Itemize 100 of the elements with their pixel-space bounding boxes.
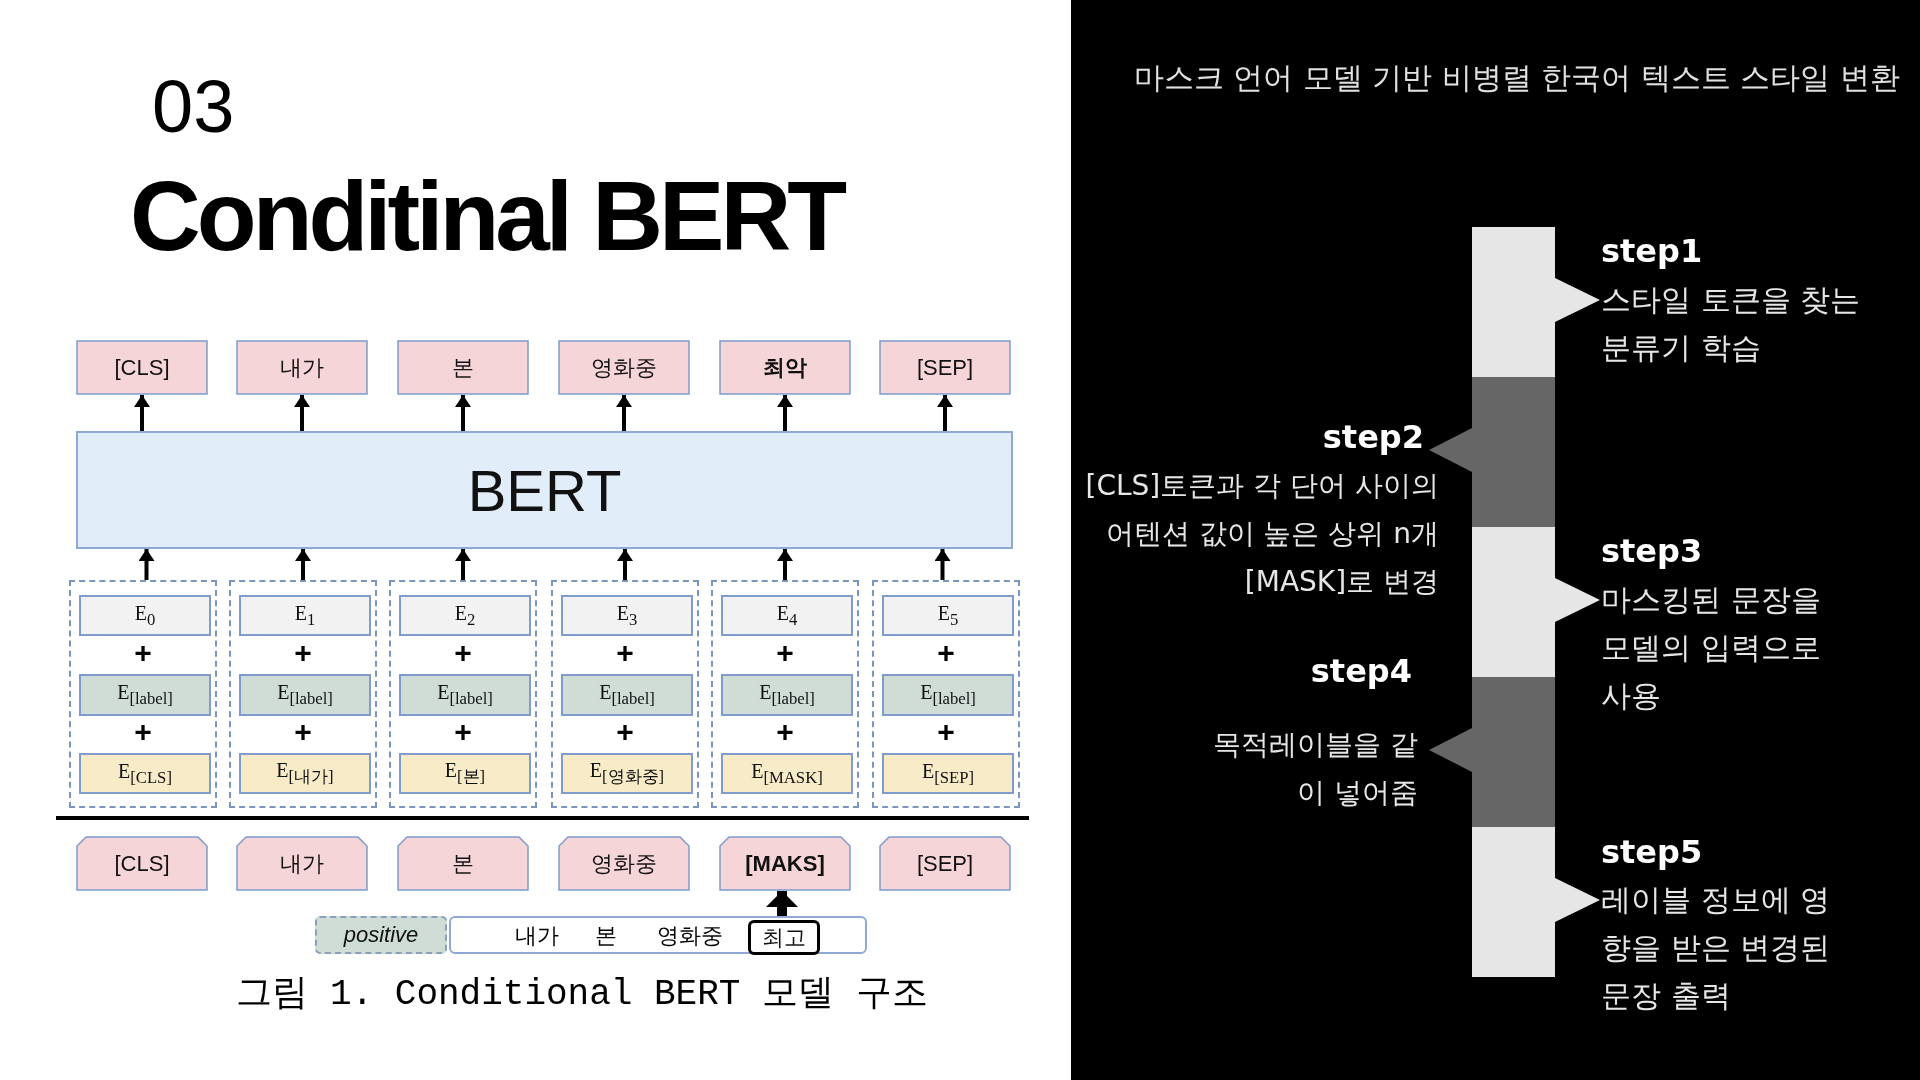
token-label: E$_{1}$ [294,601,316,630]
step-title: step5 [1601,833,1703,871]
arrow [294,395,310,431]
token-label: [MAKS] [745,850,825,877]
embedding-box [79,753,211,794]
token-label: [CLS] [114,850,170,877]
token-label: E$_{4}$ [776,601,798,630]
arrow [617,549,633,580]
step-description: 목적레이블을 같이 넣어줌 [1212,727,1418,811]
embedding-group [229,580,377,808]
token-label: [CLS] [114,354,170,381]
token-label: E$_{[label]}$ [277,681,333,709]
plus-sign: + [937,717,955,747]
token-label: E$_{0}$ [134,601,156,630]
output-token-box [397,340,529,395]
embedding-box [399,753,531,794]
plus-sign: + [294,638,312,668]
embedding-group [69,580,217,808]
token-label: E$_{3}$ [616,601,638,630]
subtitle: 마스크 언어 모델 기반 비병렬 한국어 텍스트 스타일 변환 [1133,59,1900,97]
token-label: E$_{[MASK]}$ [751,759,823,788]
plus-sign: + [937,638,955,668]
step-title: step4 [1310,652,1412,690]
embedding-group [389,580,537,808]
sentence-box [449,916,867,954]
slide-number: 03 [152,64,235,149]
embedding-box [399,674,531,716]
embedding-box [721,595,853,636]
token-label: E$_{[label]}$ [759,681,815,709]
token-label: E$_{[label]}$ [599,681,655,709]
token-label: E$_{2}$ [454,601,476,630]
plus-sign: + [616,638,634,668]
step-title: step3 [1601,532,1703,570]
plus-sign: + [776,717,794,747]
plus-sign: + [454,638,472,668]
token-label: E$_{[내가]}$ [276,759,334,788]
bert-block [76,431,1013,549]
embedding-box [79,674,211,716]
embedding-box [561,674,693,716]
plus-sign: + [134,717,152,747]
step-description: 마스킹된 문장을 모델의 입력으로 사용 [1601,581,1822,715]
plus-sign: + [294,717,312,747]
token-label: E$_{[영화중]}$ [589,759,665,788]
plus-sign: + [134,638,152,668]
label-tag [315,916,447,954]
token-label: E$_{[CLS]}$ [118,759,172,788]
arrow [138,549,155,580]
input-token-box [236,836,368,891]
step-description: 스타일 토큰을 찾는 분류기 학습 [1601,281,1862,367]
token-label: E$_{[label]}$ [437,681,493,709]
embedding-box [561,753,693,794]
arrow [455,549,471,580]
arrow [777,549,793,580]
output-token-box [236,340,368,395]
highlighted-word-box [748,920,820,955]
embedding-box [239,753,371,794]
embedding-group [711,580,859,808]
arrow [134,395,150,431]
embedding-box [399,595,531,636]
token-label: E$_{[label]}$ [117,681,173,709]
output-token-box [719,340,851,395]
embedding-box [882,674,1014,716]
tag-label: positive [343,922,419,948]
arrow [937,395,953,431]
embedding-box [721,753,853,794]
step-title: step2 [1322,418,1424,456]
plus-sign: + [454,717,472,747]
arrow [295,549,311,580]
step-description: 레이블 정보에 영향을 받은 변경된 문장 출력 [1601,881,1832,1015]
embedding-box [882,595,1014,636]
token-label: 본 [452,353,474,382]
embedding-box [239,674,371,716]
token-label: E$_{[본]}$ [444,759,486,788]
figure-caption: 그림 1. Conditional BERT 모델 구조 [236,973,928,1017]
token-label: 영화중 [591,849,657,878]
embedding-group [872,580,1020,808]
arrow [934,549,951,580]
token-label: 내가 [280,353,324,382]
embedding-group [551,580,699,808]
token-label: E$_{[SEP]}$ [922,759,974,788]
plus-sign: + [616,717,634,747]
embedding-box [721,674,853,716]
arrow [455,395,471,431]
token-label: [SEP] [916,354,974,381]
token-label: 본 [452,849,474,878]
output-token-box [558,340,690,395]
arrow [777,395,793,431]
embedding-box [561,595,693,636]
token-label: [SEP] [916,850,974,877]
embedding-box [79,595,211,636]
arrow [616,395,632,431]
input-token-box [719,836,851,891]
token-label: 영화중 [591,353,657,382]
step-description: [CLS]토큰과 각 단어 사이의 어텐션 값이 높은 상위 n개 [MASK]로 변경 [1084,468,1439,600]
arrow [766,891,798,918]
input-token-box [558,836,690,891]
slide-title: Conditinal BERT [130,160,844,273]
step-title: step1 [1601,232,1703,270]
token-label: 내가 [280,849,324,878]
input-token-box [879,836,1011,891]
